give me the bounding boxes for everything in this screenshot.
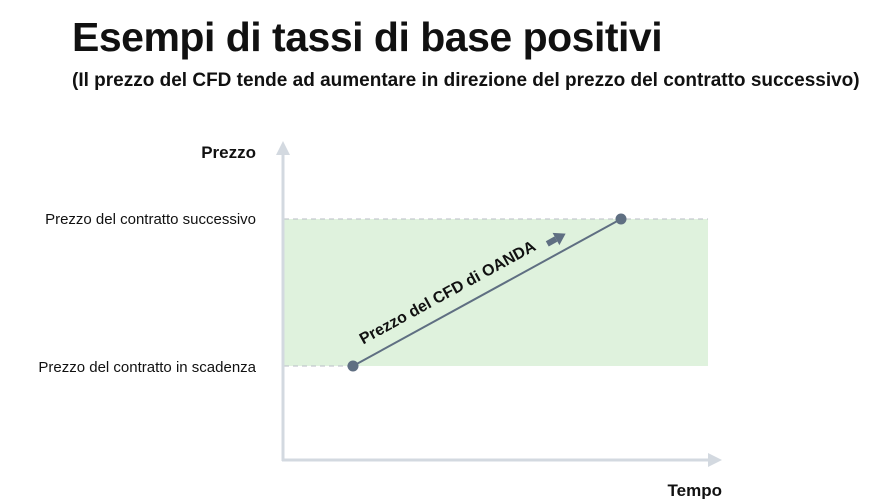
cfd-price-line: [352, 218, 622, 367]
end-point: [615, 213, 627, 225]
upper-level-label: Prezzo del contratto successivo: [45, 211, 256, 228]
direction-arrow-icon: [545, 232, 566, 247]
page-subtitle: (Il prezzo del CFD tende ad aumentare in…: [72, 70, 860, 91]
price-band: [284, 219, 708, 366]
y-axis-label: Prezzo: [201, 143, 256, 162]
page-title: Esempi di tassi di base positivi: [72, 14, 663, 60]
x-axis-arrow-icon: [708, 453, 722, 467]
start-point: [347, 360, 359, 372]
x-axis-label: Tempo: [668, 481, 722, 499]
y-axis-arrow-icon: [276, 141, 290, 155]
lower-level-label: Prezzo del contratto in scadenza: [38, 359, 256, 376]
